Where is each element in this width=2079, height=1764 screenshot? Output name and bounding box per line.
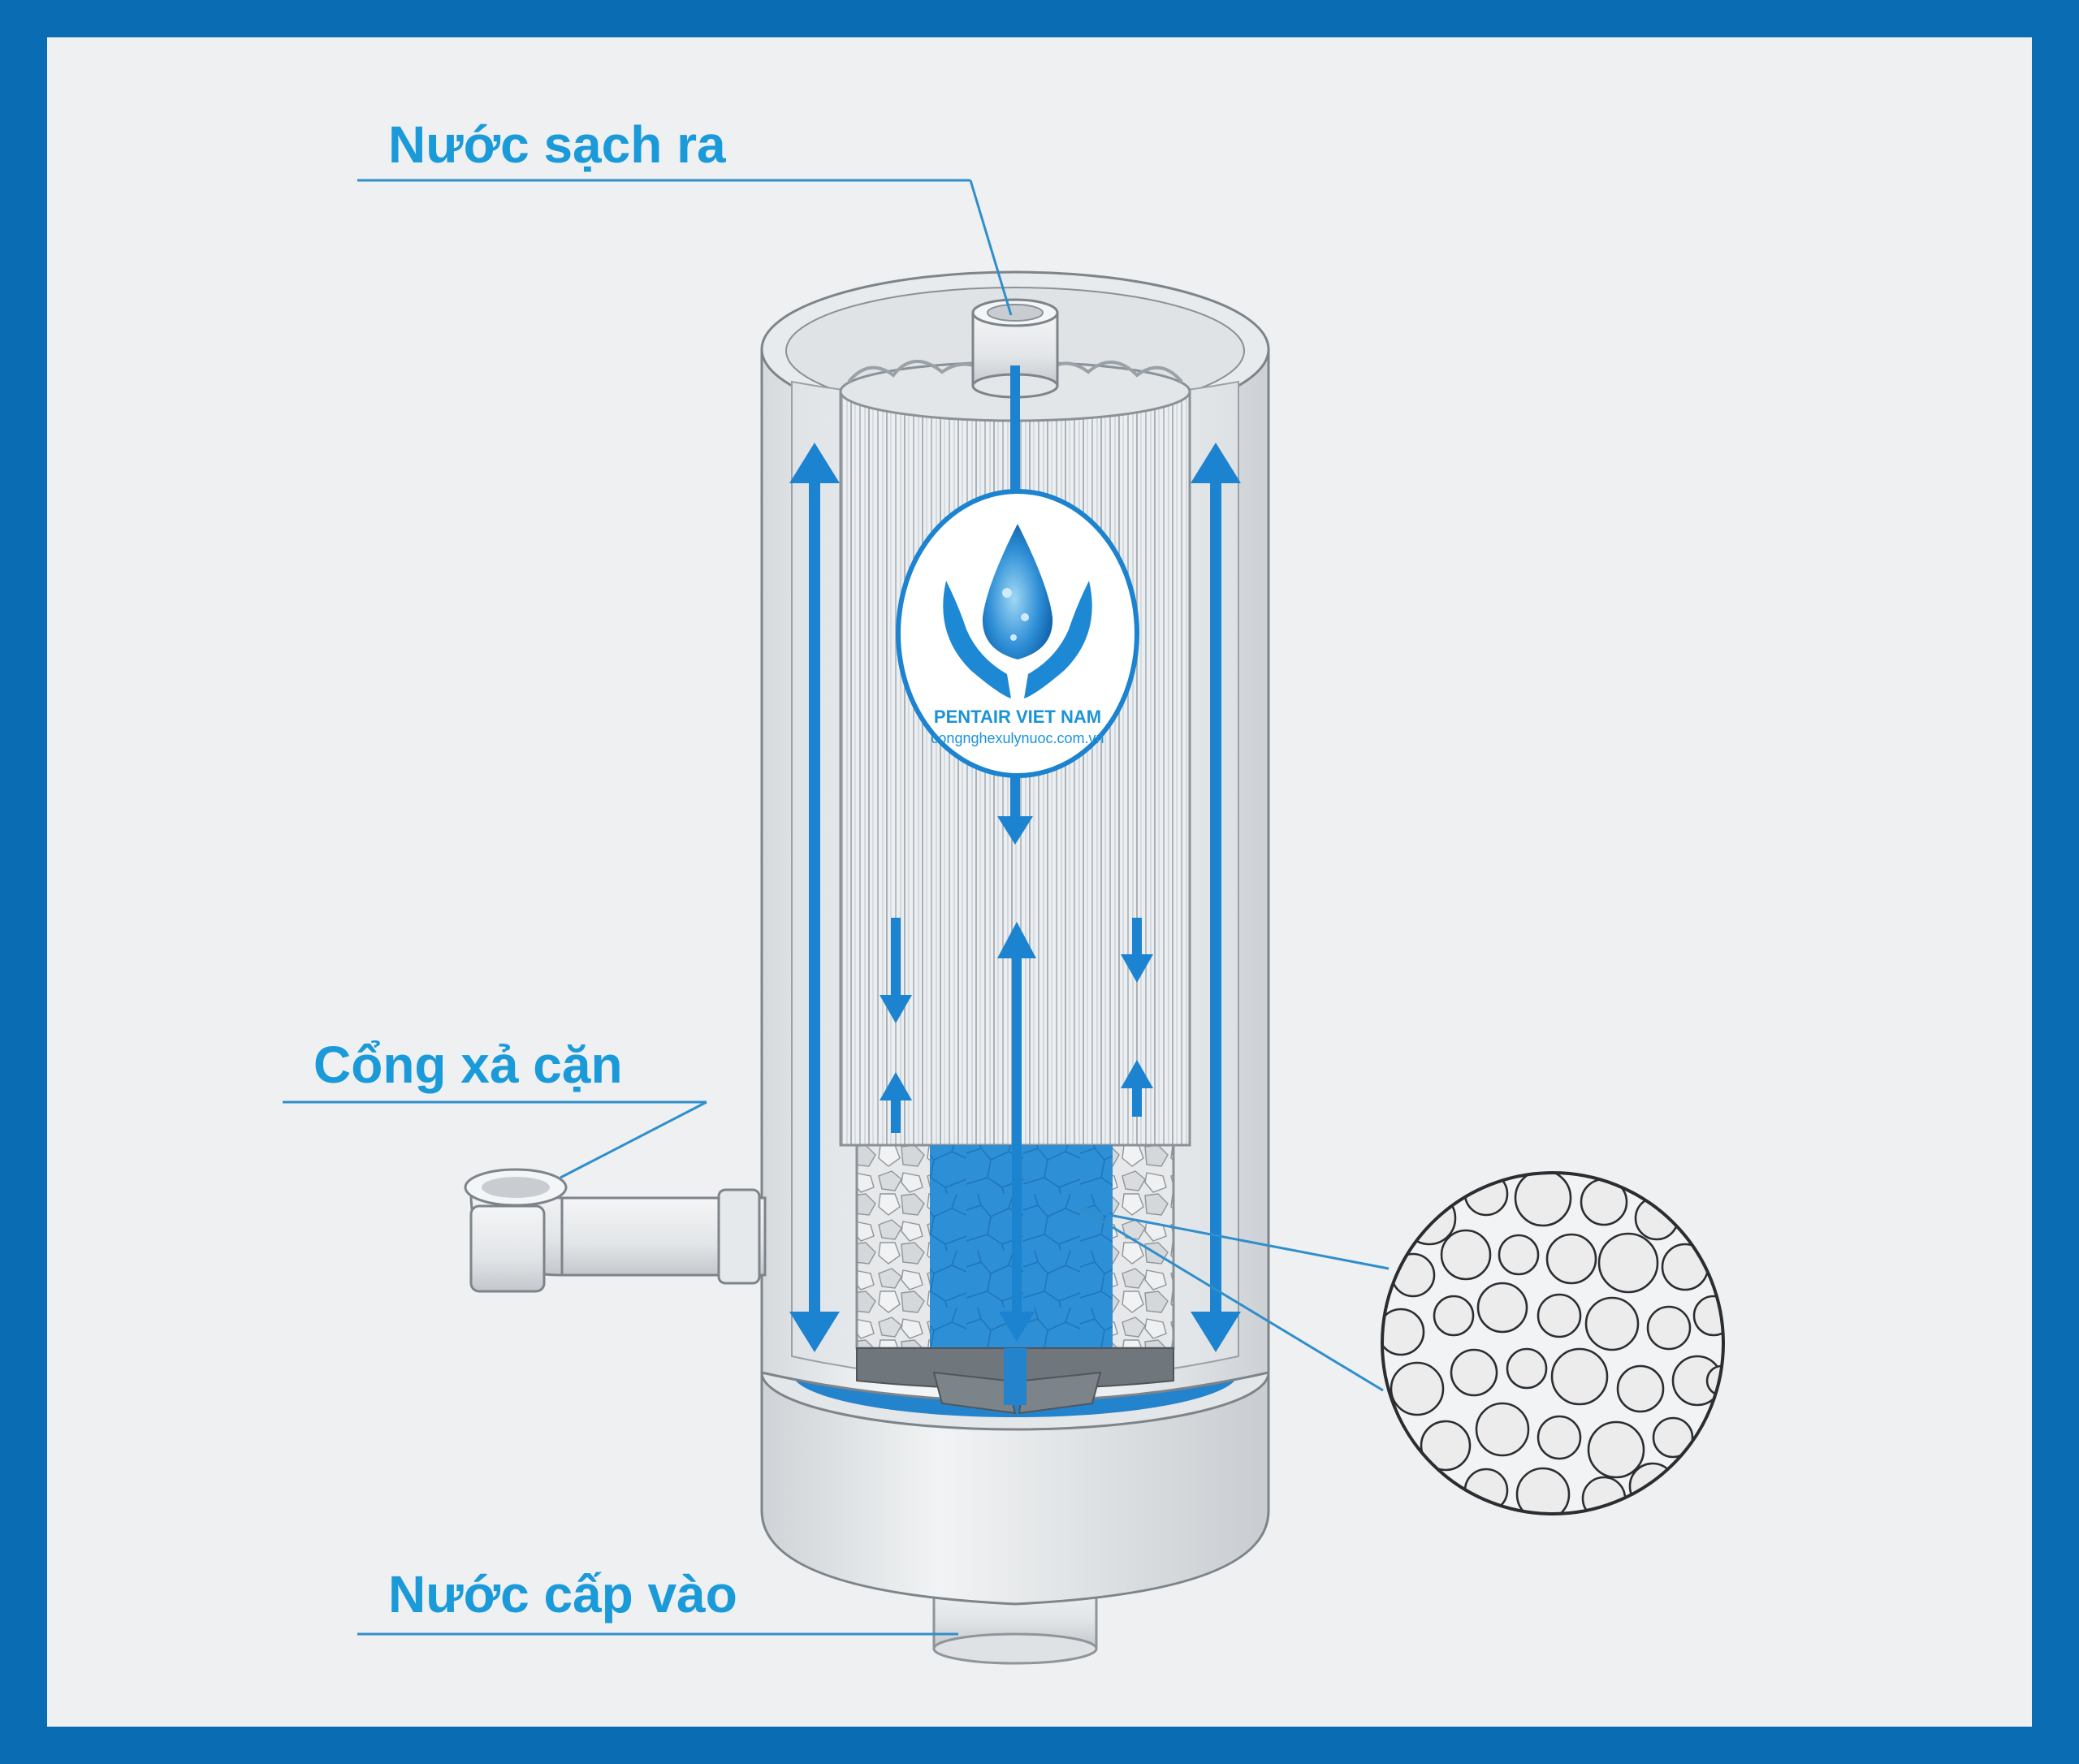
sludge-drain-pipe <box>464 1168 767 1293</box>
flow-arrow-up-icon <box>1121 1060 1153 1117</box>
callout-clean-water-out: Nước sạch ra <box>357 115 1013 316</box>
callout-feed-water-in: Nước cấp vào <box>357 1565 958 1636</box>
logo-brand-name: PENTAIR VIET NAM <box>934 707 1101 727</box>
flow-arrow-up-icon <box>1191 443 1241 1352</box>
label-clean-water-out: Nước sạch ra <box>388 115 726 174</box>
water-drop-hands-icon <box>943 524 1092 698</box>
flow-arrow-down-icon <box>1121 918 1153 983</box>
flow-arrow-up-icon <box>880 1072 912 1133</box>
logo-website: congnghexulynuoc.com.vn <box>931 730 1104 746</box>
flow-arrow-down-icon <box>997 922 1036 1342</box>
flow-arrow-up-icon <box>789 443 840 1352</box>
label-sludge-drain-port: Cổng xả cặn <box>313 1035 623 1094</box>
flow-arrow-down-icon <box>880 918 912 1023</box>
logo-badge: PENTAIR VIET NAM congnghexulynuoc.com.vn <box>896 489 1139 778</box>
callout-sludge-drain-port: Cổng xả cặn <box>283 1035 707 1179</box>
label-feed-water-in: Nước cấp vào <box>388 1565 737 1623</box>
